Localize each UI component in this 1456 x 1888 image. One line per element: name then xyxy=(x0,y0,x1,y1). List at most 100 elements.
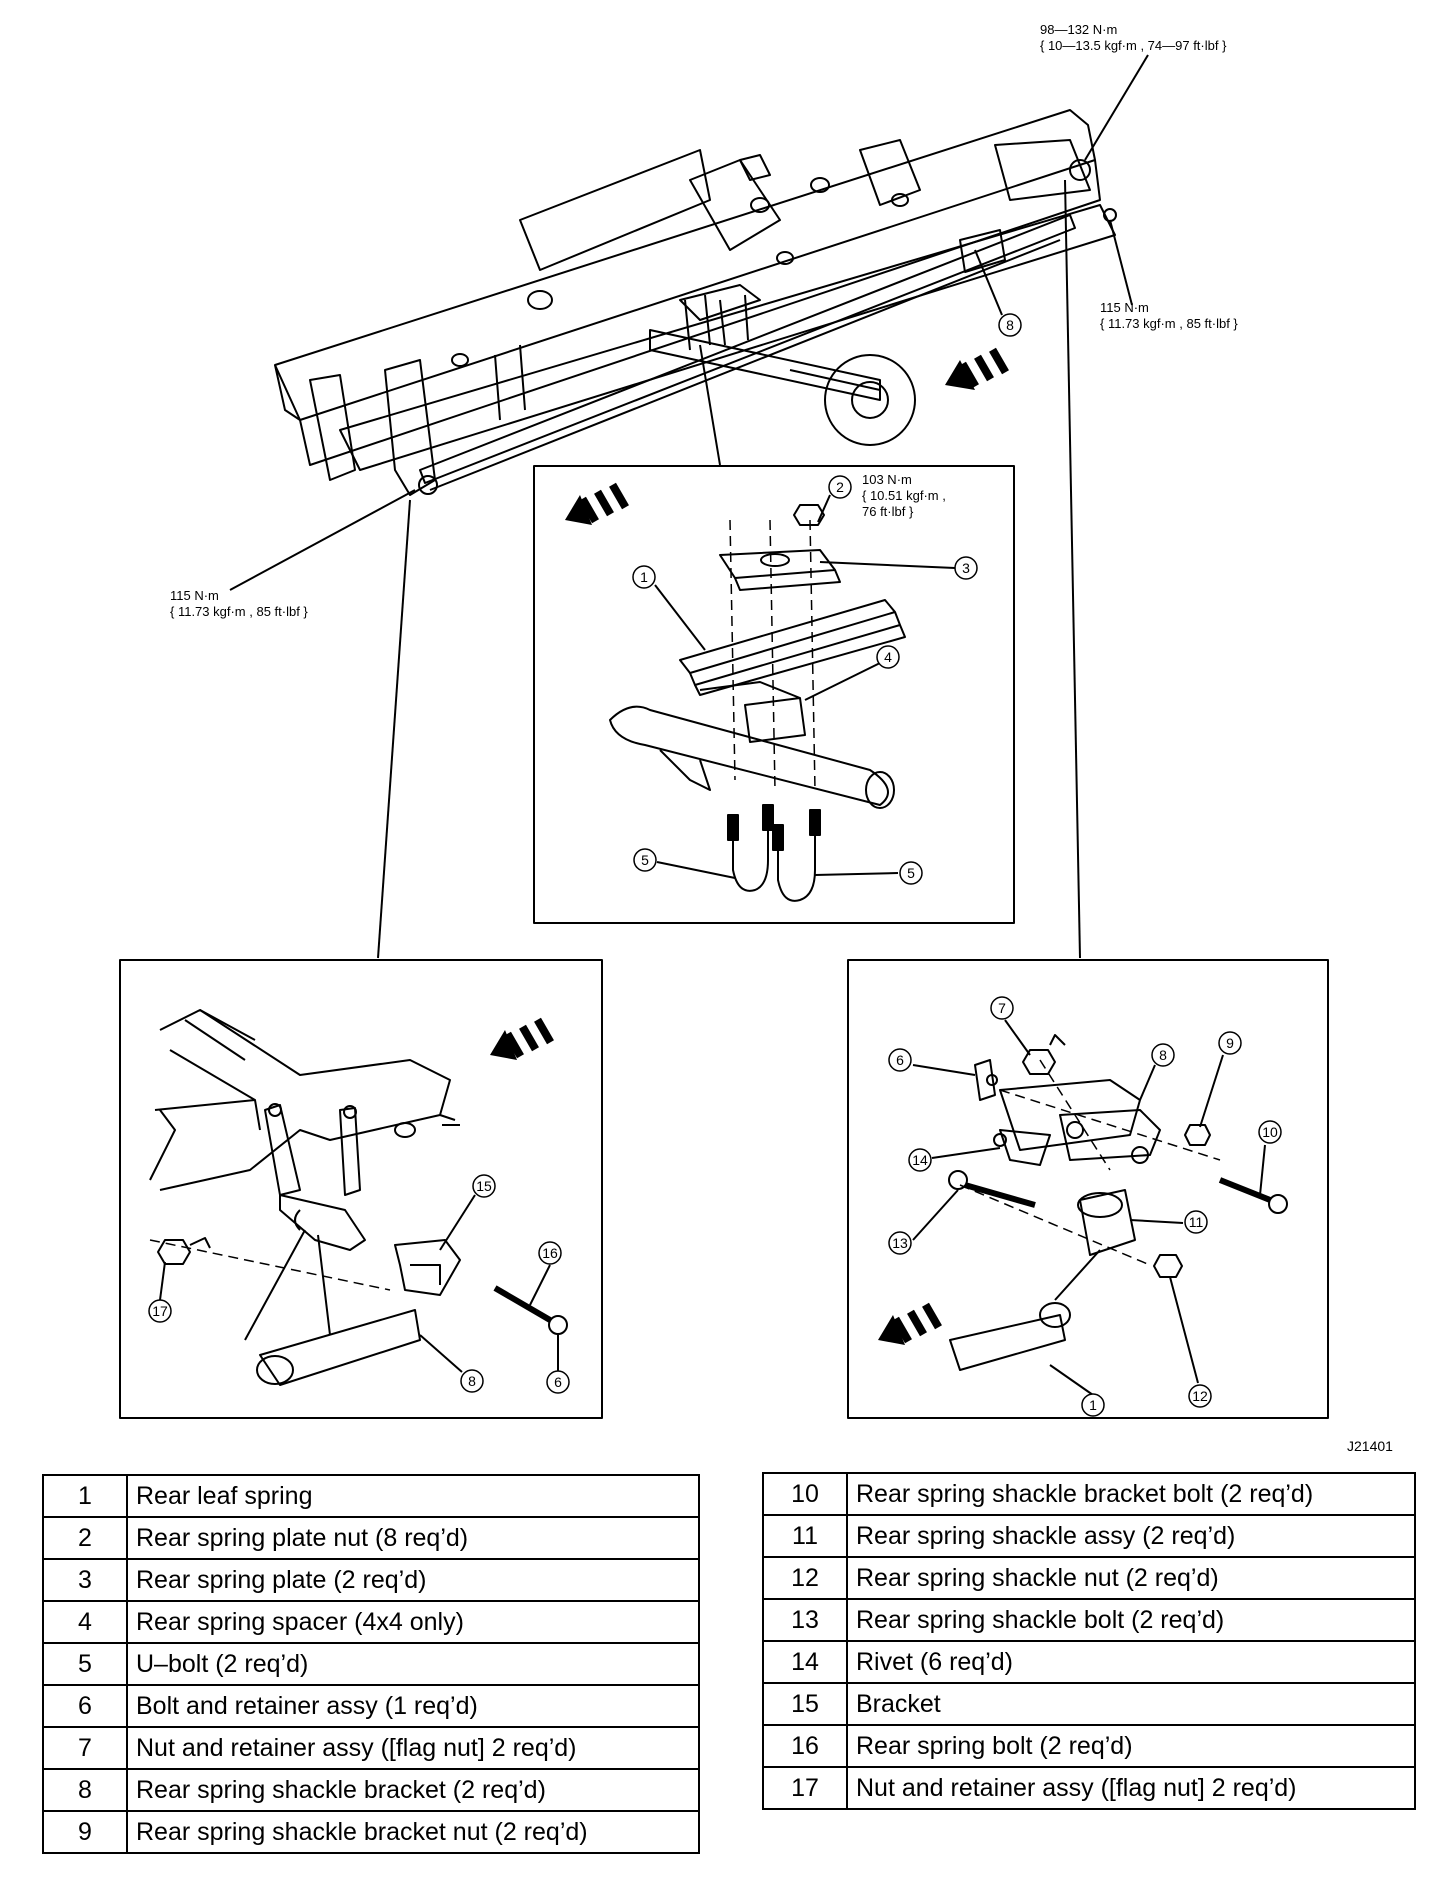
part-description: Rear spring spacer (4x4 only) xyxy=(126,1600,700,1644)
callout-8-right: 8 xyxy=(1159,1047,1167,1063)
part-number: 14 xyxy=(762,1640,848,1684)
part-number: 13 xyxy=(762,1598,848,1642)
right-inset-drawing xyxy=(948,1034,1288,1371)
left-inset-drawing xyxy=(149,1009,568,1386)
callout-15: 15 xyxy=(476,1178,492,1194)
part-description: Rivet (6 req’d) xyxy=(846,1640,1416,1684)
part-number: 7 xyxy=(42,1726,128,1770)
part-number: 5 xyxy=(42,1642,128,1686)
part-description: Bolt and retainer assy (1 req’d) xyxy=(126,1684,700,1728)
part-description: Rear spring shackle bracket nut (2 req’d… xyxy=(126,1810,700,1854)
part-number: 17 xyxy=(762,1766,848,1810)
callout-4: 4 xyxy=(884,649,892,665)
callout-2: 2 xyxy=(836,479,844,495)
callout-16: 16 xyxy=(542,1245,558,1261)
callout-6-left: 6 xyxy=(554,1374,562,1390)
part-description: Rear spring shackle bracket (2 req’d) xyxy=(126,1768,700,1812)
callout-5-left: 5 xyxy=(641,852,649,868)
vehicle-frame-drawing xyxy=(274,109,1117,496)
callout-11: 11 xyxy=(1189,1214,1204,1230)
callout-3: 3 xyxy=(962,560,970,576)
part-description: Rear spring shackle bolt (2 req’d) xyxy=(846,1598,1416,1642)
torque-center-line2: { 10.51 kgf·m , xyxy=(862,488,946,503)
center-inset-drawing xyxy=(609,504,906,902)
part-number: 6 xyxy=(42,1684,128,1728)
leader-torque-right xyxy=(1109,219,1133,306)
direction-arrow-left-inset xyxy=(490,1017,554,1060)
part-number: 11 xyxy=(762,1514,848,1558)
callout-9: 9 xyxy=(1226,1035,1234,1051)
leader-to-right-inset xyxy=(1064,179,1081,959)
part-number: 4 xyxy=(42,1600,128,1644)
part-number: 10 xyxy=(762,1472,848,1516)
part-description: Rear leaf spring xyxy=(126,1474,700,1518)
direction-arrow-right-inset xyxy=(878,1302,942,1345)
left-inset-box xyxy=(119,959,603,1419)
callout-7: 7 xyxy=(998,1000,1006,1016)
callout-10: 10 xyxy=(1262,1124,1278,1140)
direction-arrow-main xyxy=(945,347,1009,390)
callout-5-right: 5 xyxy=(907,865,915,881)
torque-center-line1: 103 N·m xyxy=(862,472,912,487)
callout-8-main: 8 xyxy=(1006,317,1014,333)
torque-center-line3: 76 ft·lbf } xyxy=(862,504,914,519)
part-description: Rear spring bolt (2 req’d) xyxy=(846,1724,1416,1768)
part-number: 3 xyxy=(42,1558,128,1602)
torque-top-right-line2: { 10—13.5 kgf·m , 74—97 ft·lbf } xyxy=(1040,38,1227,53)
part-number: 1 xyxy=(42,1474,128,1518)
torque-top-right-line1: 98—132 N·m xyxy=(1040,22,1117,37)
part-number: 16 xyxy=(762,1724,848,1768)
torque-left-line2: { 11.73 kgf·m , 85 ft·lbf } xyxy=(170,604,308,619)
leader-to-left-inset xyxy=(377,499,411,959)
torque-left-line1: 115 N·m xyxy=(170,588,219,603)
callout-14: 14 xyxy=(912,1152,928,1168)
part-description: Rear spring shackle bracket bolt (2 req’… xyxy=(846,1472,1416,1516)
callout-8-left: 8 xyxy=(468,1373,476,1389)
torque-right-line1: 115 N·m xyxy=(1100,300,1149,315)
part-description: Rear spring plate nut (8 req’d) xyxy=(126,1516,700,1560)
leader-callout-8-main xyxy=(974,249,1003,316)
part-number: 9 xyxy=(42,1810,128,1854)
part-number: 2 xyxy=(42,1516,128,1560)
center-inset-box xyxy=(533,465,1015,924)
callout-17: 17 xyxy=(152,1303,168,1319)
part-description: Nut and retainer assy ([flag nut] 2 req’… xyxy=(846,1766,1416,1810)
callout-1-center: 1 xyxy=(640,569,648,585)
part-number: 15 xyxy=(762,1682,848,1726)
part-description: Rear spring shackle assy (2 req’d) xyxy=(846,1514,1416,1558)
callout-6-right: 6 xyxy=(896,1052,904,1068)
torque-right-line2: { 11.73 kgf·m , 85 ft·lbf } xyxy=(1100,316,1238,331)
right-inset-box xyxy=(847,959,1329,1419)
callout-13: 13 xyxy=(892,1235,908,1251)
callout-12: 12 xyxy=(1192,1388,1208,1404)
callout-1-right: 1 xyxy=(1089,1397,1097,1413)
part-description: Rear spring plate (2 req’d) xyxy=(126,1558,700,1602)
part-description: U–bolt (2 req’d) xyxy=(126,1642,700,1686)
figure-code: J21401 xyxy=(1347,1438,1393,1454)
leader-torque-left xyxy=(229,489,416,591)
direction-arrow-center xyxy=(565,482,629,525)
part-description: Nut and retainer assy ([flag nut] 2 req’… xyxy=(126,1726,700,1770)
leader-to-center-inset xyxy=(699,344,721,466)
part-number: 12 xyxy=(762,1556,848,1600)
part-description: Rear spring shackle nut (2 req’d) xyxy=(846,1556,1416,1600)
